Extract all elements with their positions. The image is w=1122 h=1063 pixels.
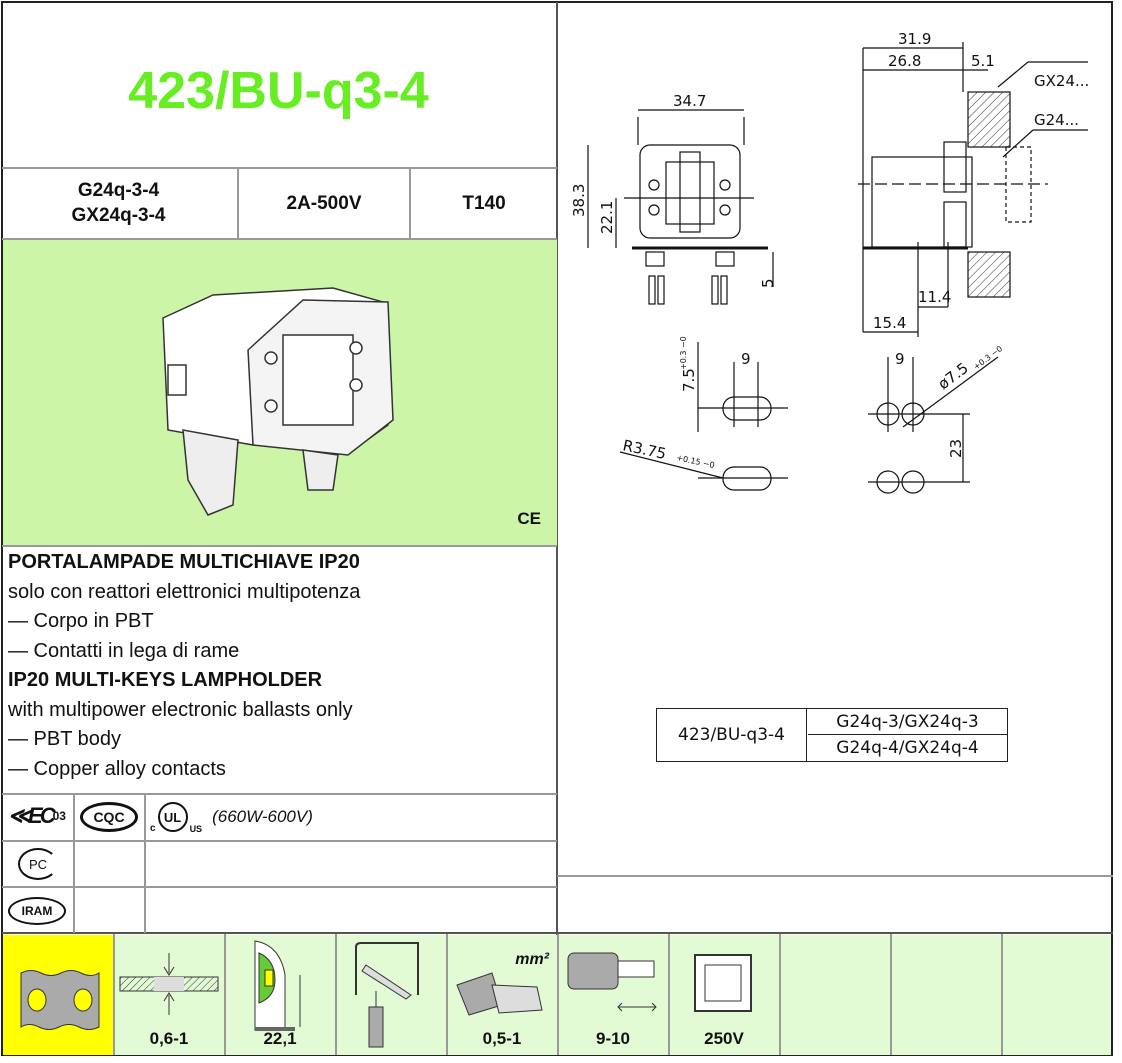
dim-radius: R3.75: [621, 436, 668, 463]
divider: [2, 932, 1113, 934]
compat-model: 423/BU-q3-4: [657, 709, 807, 761]
label-gx24: GX24...: [1034, 72, 1089, 90]
base-gx24q: GX24q-3-4: [71, 205, 166, 226]
english-line: — PBT body: [8, 728, 122, 750]
ul-rating: (660W-600V): [212, 807, 313, 826]
dim-pin: 5: [759, 278, 777, 288]
italian-line: — Corpo in PBT: [8, 610, 154, 632]
english-line: — Copper alloy contacts: [8, 757, 226, 780]
lampholder-image: [162, 287, 394, 516]
product-code-title: 423/BU-q3-4: [128, 62, 429, 120]
base-g24q: G24q-3-4: [77, 180, 160, 201]
mounting-height-icon: 22,1: [225, 935, 335, 1055]
strip-length-icon: 9-10: [558, 935, 668, 1055]
wire-section-icon: mm² 0,5-1: [447, 935, 557, 1055]
technical-drawing: 34.7 38.3 22.1 5 31.9 26.8 5.1 11.4 15.4…: [570, 30, 1089, 494]
empty-icon-cell: [780, 935, 890, 1055]
description: PORTALAMPADE MULTICHIAVE IP20 solo con r…: [8, 548, 553, 784]
label-g24: G24...: [1034, 111, 1079, 129]
cqc-logo: CQC: [80, 802, 138, 832]
voltage-label: 250V: [704, 1029, 744, 1048]
dim-panel: 5.1: [971, 52, 995, 70]
unit-label: mm²: [515, 951, 549, 968]
empty-icon-cell: [1002, 935, 1111, 1055]
divider: [2, 238, 557, 240]
dim-slot-tol: +0.3 −0: [679, 336, 688, 370]
gost-logo: PC: [18, 848, 58, 880]
divider: [2, 545, 557, 547]
italian-title: PORTALAMPADE MULTICHIAVE IP20: [8, 551, 360, 573]
english-line: with multipower electronic ballasts only: [8, 698, 353, 721]
italian-line: — Contatti in lega di rame: [8, 639, 240, 662]
insulation-class-icon: 250V: [669, 935, 779, 1055]
dim-hole-dia: ø7.5: [935, 359, 972, 393]
dim-height: 38.3: [570, 184, 588, 217]
dim-axis-height: 22.1: [598, 201, 616, 234]
dim-15-4: 15.4: [873, 314, 906, 332]
iram-logo: IRAM: [8, 897, 66, 925]
divider: [557, 875, 1113, 877]
english-title: IP20 MULTI-KEYS LAMPHOLDER: [8, 669, 323, 691]
divider: [144, 793, 146, 933]
ul-logo: c UL US (660W-600V): [150, 800, 313, 834]
wire-section-label: 0,5-1: [482, 1029, 522, 1048]
dim-depth-body: 26.8: [888, 52, 921, 70]
mounting-height-label: 22,1: [263, 1029, 297, 1048]
panel-mount-icon: [3, 935, 113, 1055]
divider: [409, 168, 411, 238]
push-wire-terminal-icon: [336, 935, 446, 1055]
dim-width: 34.7: [673, 92, 706, 110]
dim-depth-total: 31.9: [898, 30, 931, 48]
ce-mark: CE: [517, 509, 541, 528]
compatibility-table: 423/BU-q3-4 G24q-3/GX24q-3 G24q-4/GX24q-…: [656, 708, 1008, 762]
dim-hole-tol: +0.3 −0: [972, 344, 1004, 372]
dim-slot-spacing: 9: [741, 350, 751, 368]
divider: [556, 2, 558, 935]
italian-line: solo con reattori elettronici multipoten…: [8, 580, 361, 603]
dim-slot-width: 7.5: [680, 368, 698, 392]
spec-temperature: T140: [462, 192, 506, 214]
empty-icon-cell: [891, 935, 1001, 1055]
divider: [73, 793, 75, 933]
product-photo: CE: [3, 240, 557, 545]
divider: [2, 167, 557, 169]
divider: [2, 793, 557, 795]
divider: [237, 168, 239, 238]
dim-23: 23: [947, 439, 965, 458]
compat-row: G24q-3/GX24q-3: [808, 709, 1007, 735]
compat-row: G24q-4/GX24q-4: [836, 738, 979, 758]
strip-length-label: 9-10: [595, 1029, 631, 1048]
dim-11-4: 11.4: [918, 288, 951, 306]
spec-rating: 2A-500V: [286, 192, 362, 214]
divider: [2, 840, 557, 842]
dim-hole-spacing: 9: [895, 350, 905, 368]
panel-thickness-label: 0,6-1: [149, 1029, 189, 1048]
panel-thickness-icon: 0,6-1: [114, 935, 224, 1055]
divider: [2, 886, 557, 888]
